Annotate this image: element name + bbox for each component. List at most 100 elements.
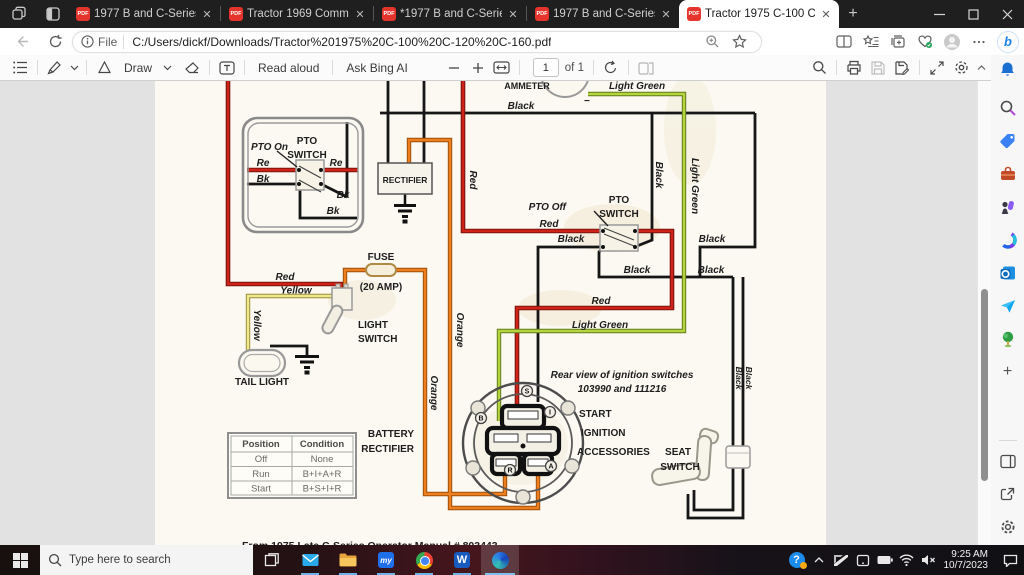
- bing-copilot-icon[interactable]: b: [992, 30, 1024, 53]
- label-black-3: Black: [624, 265, 651, 276]
- task-view-button[interactable]: [253, 545, 291, 575]
- action-center-icon[interactable]: [996, 545, 1024, 575]
- tab-4[interactable]: PDF 1977 B and C-Series OM W ✕: [527, 0, 679, 28]
- tray-display-icon[interactable]: [830, 545, 852, 575]
- read-aloud-button[interactable]: Read aloud: [258, 60, 320, 75]
- ask-bing-ai-button[interactable]: Ask Bing AI: [346, 60, 408, 75]
- pdf-favicon: PDF: [76, 7, 90, 21]
- sidebar-microsoft365-icon[interactable]: [996, 228, 1020, 252]
- taskbar-edge-icon[interactable]: [481, 545, 519, 575]
- tray-hidden-icons-chevron[interactable]: [808, 545, 830, 575]
- browser-essentials-icon[interactable]: [911, 31, 938, 53]
- save-as-icon[interactable]: [890, 57, 914, 79]
- edge-sidebar: +: [991, 55, 1024, 545]
- tab-close-icon[interactable]: ✕: [202, 8, 212, 21]
- tail-light-lamp: [237, 348, 287, 378]
- vertical-scrollbar[interactable]: [977, 81, 991, 545]
- draw-pen-icon[interactable]: [92, 57, 116, 79]
- tab-1[interactable]: PDF 1977 B and C-Series OM W ✕: [68, 0, 220, 28]
- url-bar[interactable]: File C:/Users/dickf/Downloads/Tractor%20…: [72, 30, 762, 53]
- taskbar-file-explorer-icon[interactable]: [329, 545, 367, 575]
- restore-button[interactable]: [956, 0, 990, 28]
- collapse-toolbar-icon[interactable]: [973, 57, 989, 79]
- add-text-icon[interactable]: [215, 57, 239, 79]
- draw-label[interactable]: Draw: [124, 60, 153, 75]
- taskbar-mail-icon[interactable]: [291, 545, 329, 575]
- tray-volume-muted-icon[interactable]: [918, 545, 940, 575]
- highlighter-icon[interactable]: [43, 57, 67, 79]
- taskbar-search-box[interactable]: [40, 545, 253, 575]
- open-external-icon[interactable]: [996, 482, 1020, 506]
- label-black-2: Black: [699, 234, 726, 245]
- highlighter-chevron-icon[interactable]: [67, 57, 81, 79]
- eraser-icon[interactable]: [180, 57, 204, 79]
- url-text: C:/Users/dickf/Downloads/Tractor%201975%…: [132, 34, 552, 49]
- sidebar-outlook-icon[interactable]: [996, 261, 1020, 285]
- label-pto1-1: PTO: [297, 136, 318, 147]
- sidebar-search-icon[interactable]: [996, 96, 1020, 120]
- new-tab-button[interactable]: +: [848, 5, 858, 22]
- favorites-list-icon[interactable]: [857, 31, 884, 53]
- fullscreen-icon[interactable]: [925, 57, 949, 79]
- label-pto1-2: SWITCH: [287, 150, 326, 161]
- sidebar-games-icon[interactable]: [996, 195, 1020, 219]
- tab-2[interactable]: PDF Tractor 1969 Commando V8 ✕: [221, 0, 373, 28]
- print-icon[interactable]: [842, 57, 866, 79]
- terminal-i: I: [549, 410, 551, 417]
- sidebar-add-icon[interactable]: +: [1002, 362, 1013, 380]
- scrollbar-thumb[interactable]: [981, 289, 988, 481]
- taskbar-mydlp-icon[interactable]: my: [367, 545, 405, 575]
- tab-5-active[interactable]: PDF Tractor 1975 C-100 C-120 C ✕: [679, 0, 839, 28]
- page-number-input[interactable]: [532, 58, 559, 77]
- taskbar-clock[interactable]: 9:25 AM 10/7/2023: [944, 549, 989, 571]
- tray-device-icon[interactable]: [852, 545, 874, 575]
- sidebar-shopping-icon[interactable]: [996, 129, 1020, 153]
- taskbar-chrome-icon[interactable]: [405, 545, 443, 575]
- tab-actions-icon[interactable]: [40, 2, 66, 26]
- start-button[interactable]: [0, 545, 40, 575]
- favorite-star-icon[interactable]: [726, 31, 753, 53]
- tray-battery-icon[interactable]: [874, 545, 896, 575]
- notification-bell-icon[interactable]: [996, 57, 1020, 81]
- fit-to-width-icon[interactable]: [490, 57, 514, 79]
- tab-close-icon[interactable]: ✕: [661, 8, 671, 21]
- draw-chevron-icon[interactable]: [160, 57, 174, 79]
- sidebar-panel-icon[interactable]: [996, 449, 1020, 473]
- save-icon[interactable]: [866, 57, 890, 79]
- collections-icon[interactable]: [884, 31, 911, 53]
- position-condition-table: Position Condition Off None Run B+I+A+R …: [227, 432, 357, 499]
- tray-wifi-icon[interactable]: [896, 545, 918, 575]
- zoom-out-icon[interactable]: [442, 57, 466, 79]
- pdf-settings-gear-icon[interactable]: [949, 57, 973, 79]
- tab-close-icon[interactable]: ✕: [355, 8, 365, 21]
- tray-help-icon[interactable]: ?: [786, 545, 808, 575]
- sidebar-tools-icon[interactable]: [996, 162, 1020, 186]
- refresh-icon[interactable]: [42, 31, 68, 53]
- page-view-icon[interactable]: [634, 57, 658, 79]
- workspaces-icon[interactable]: [6, 2, 32, 26]
- info-icon[interactable]: [81, 35, 94, 48]
- profile-avatar[interactable]: [938, 31, 965, 53]
- minimize-button[interactable]: [922, 0, 956, 28]
- label-red-left: Red: [276, 272, 296, 283]
- back-icon[interactable]: [8, 31, 34, 53]
- split-screen-icon[interactable]: [830, 31, 857, 53]
- rotate-icon[interactable]: [599, 57, 623, 79]
- more-menu-icon[interactable]: [965, 31, 992, 53]
- search-document-icon[interactable]: [807, 57, 831, 79]
- sidebar-drop-icon[interactable]: [996, 294, 1020, 318]
- sidebar-tree-icon[interactable]: [996, 327, 1020, 351]
- label-black-vertical: Black: [653, 162, 664, 189]
- tab-close-icon[interactable]: ✕: [821, 8, 831, 21]
- tab-close-icon[interactable]: ✕: [508, 8, 518, 21]
- tab-3[interactable]: PDF *1977 B and C-Series OM W ✕: [374, 0, 526, 28]
- taskbar-search-input[interactable]: [69, 554, 239, 566]
- zoom-page-icon[interactable]: [699, 31, 726, 53]
- table-cell: None: [311, 454, 334, 465]
- close-window-button[interactable]: [990, 0, 1024, 28]
- table-of-contents-icon[interactable]: [8, 57, 32, 79]
- sidebar-settings-gear-icon[interactable]: [996, 515, 1020, 539]
- taskbar-word-icon[interactable]: W: [443, 545, 481, 575]
- zoom-in-icon[interactable]: [466, 57, 490, 79]
- label-rectifier: RECTIFIER: [383, 175, 428, 185]
